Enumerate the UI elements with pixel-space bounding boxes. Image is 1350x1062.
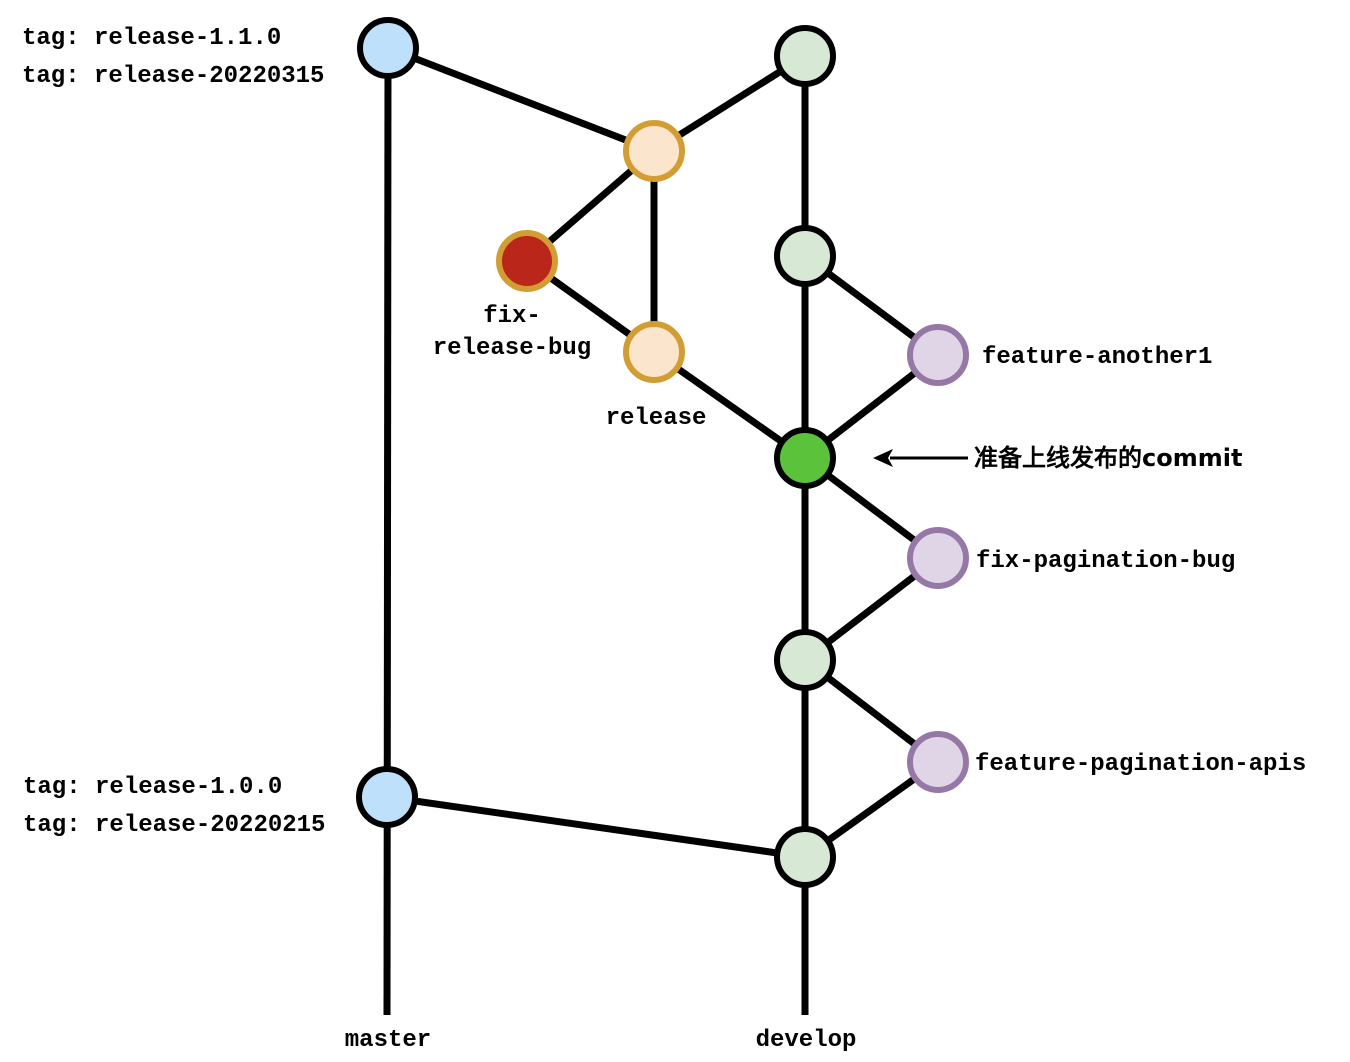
fix-pagination-bug-label: fix-pagination-bug (976, 548, 1235, 575)
branch-label-master: master (345, 1027, 431, 1054)
edge-master-bottom-to-develop-bottom (386, 793, 806, 861)
edges (383, 44, 941, 1016)
fix-pagination-bug-commit (907, 527, 969, 589)
develop-commit-2 (774, 225, 836, 287)
tag-label-bottom-1: tag: release-1.0.0 (23, 774, 282, 801)
fix-release-bug-label-line2: release-bug (433, 335, 591, 362)
master-commit-top (357, 17, 419, 79)
feature-pagination-apis-commit (907, 731, 969, 793)
branch-label-develop: develop (756, 1027, 857, 1054)
fix-release-bug-label-line1: fix- (483, 303, 541, 330)
labels: tag: release-1.1.0 tag: release-20220315… (22, 25, 1306, 1054)
release-commit-upper (623, 120, 685, 182)
feature-another1-commit (907, 324, 969, 386)
deploy-commit-label: 准备上线发布的commit (974, 444, 1242, 472)
release-label: release (606, 405, 707, 432)
release-commit-lower (623, 321, 685, 383)
develop-commit-deploy (774, 427, 836, 489)
commits (356, 17, 969, 888)
feature-pagination-apis-label: feature-pagination-apis (975, 751, 1306, 778)
master-line (383, 47, 392, 1016)
tag-label-bottom-2: tag: release-20220215 (23, 812, 325, 839)
deploy-arrow (873, 449, 968, 467)
arrow-head (873, 449, 893, 467)
develop-commit-1 (774, 25, 836, 87)
edge-master-top-to-release (386, 44, 656, 155)
fix-release-bug-commit (496, 230, 558, 292)
tag-label-top-2: tag: release-20220315 (22, 63, 324, 90)
feature-another1-label: feature-another1 (982, 344, 1212, 371)
develop-commit-4 (774, 629, 836, 691)
master-commit-bottom (356, 766, 418, 828)
tag-label-top-1: tag: release-1.1.0 (22, 25, 281, 52)
develop-commit-5 (774, 826, 836, 888)
